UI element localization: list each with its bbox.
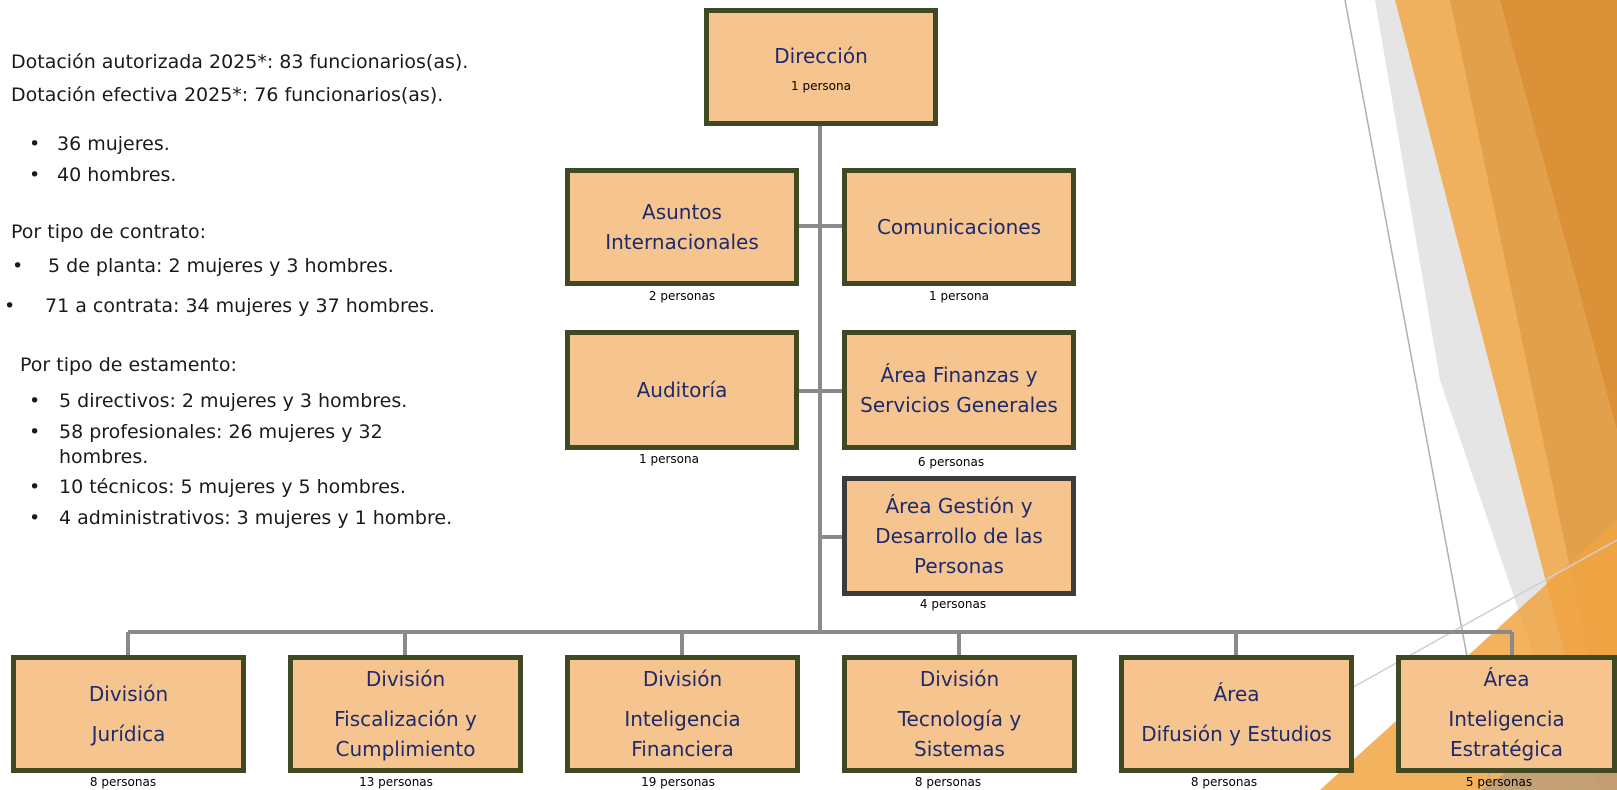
count-difusion: 8 personas — [1190, 775, 1258, 789]
box-title-line: Desarrollo de las — [875, 524, 1043, 548]
count-auditoria: 1 persona — [639, 452, 699, 466]
bullet: • — [29, 476, 41, 498]
box-finanzas: Área Finanzas y Servicios Generales — [842, 330, 1076, 450]
list-item: • 5 de planta: 2 mujeres y 3 hombres. — [12, 254, 394, 280]
box-division-tecnologia: División Tecnología y Sistemas — [842, 655, 1077, 773]
bullet: • — [29, 421, 41, 443]
box-title-line: Inteligencia — [624, 707, 741, 731]
box-title-line: Jurídica — [91, 722, 166, 746]
box-area-inteligencia-estrategica: Área Inteligencia Estratégica — [1396, 655, 1617, 773]
list-item: • 71 a contrata: 34 mujeres y 37 hombres… — [4, 294, 435, 320]
list-item: • 58 profesionales: 26 mujeres y 32 — [29, 420, 383, 446]
count-tecnologia: 8 personas — [914, 775, 982, 789]
list-item: • 5 directivos: 2 mujeres y 3 hombres. — [29, 389, 407, 415]
box-area-difusion: Área Difusión y Estudios — [1119, 655, 1354, 773]
bullet: • — [29, 507, 41, 529]
box-title: Auditoría — [636, 378, 728, 402]
box-title-line: Internacionales — [605, 230, 759, 254]
box-title-line: Estratégica — [1449, 737, 1564, 761]
count-fiscalizacion: 13 personas — [359, 775, 433, 789]
estamento-profesionales: 58 profesionales: 26 mujeres y 32 — [59, 421, 383, 443]
estamento-directivos: 5 directivos: 2 mujeres y 3 hombres. — [59, 390, 408, 412]
estamento-tecnicos: 10 técnicos: 5 mujeres y 5 hombres. — [59, 476, 406, 498]
box-title-line: Área — [1213, 682, 1260, 706]
box-title: Comunicaciones — [876, 215, 1042, 239]
box-title-line: Fiscalización y — [334, 707, 477, 731]
box-title-line: Área Gestión y — [885, 494, 1033, 518]
count-finanzas: 6 personas — [917, 455, 985, 469]
count-juridica: 8 personas — [89, 775, 157, 789]
estamento-administrativos: 4 administrativos: 3 mujeres y 1 hombre. — [59, 507, 453, 529]
list-item-continuation: hombres. — [59, 445, 148, 471]
contract-contrata: 71 a contrata: 34 mujeres y 37 hombres. — [45, 295, 435, 317]
bullet: • — [12, 255, 24, 277]
bullet: • — [4, 295, 16, 317]
contract-planta: 5 de planta: 2 mujeres y 3 hombres. — [48, 255, 394, 277]
box-asuntos-internacionales: Asuntos Internacionales — [565, 168, 799, 286]
women-count: 36 mujeres. — [57, 133, 170, 155]
box-count: 1 persona — [791, 79, 851, 93]
men-count: 40 hombres. — [57, 164, 177, 186]
bullet: • — [29, 164, 41, 186]
count-inteligencia-financiera: 19 personas — [641, 775, 715, 789]
box-title-line: Cumplimiento — [335, 737, 476, 761]
box-auditoria: Auditoría — [565, 330, 799, 450]
box-title-line: Servicios Generales — [860, 393, 1058, 417]
box-comunicaciones: Comunicaciones — [842, 168, 1076, 286]
estamento-title: Por tipo de estamento: — [20, 354, 237, 376]
authorized-staff: Dotación autorizada 2025*: 83 funcionari… — [11, 51, 469, 73]
count-comunicaciones: 1 persona — [929, 289, 989, 303]
box-title-line: Difusión y Estudios — [1141, 722, 1332, 746]
estamento-profesionales-cont: hombres. — [59, 446, 149, 468]
box-title-line: División — [365, 667, 446, 691]
box-title-line: Asuntos — [642, 200, 722, 224]
bullet: • — [29, 133, 41, 155]
bullet: • — [29, 390, 41, 412]
box-title-line: Financiera — [631, 737, 734, 761]
box-division-inteligencia-financiera: División Inteligencia Financiera — [565, 655, 800, 773]
list-item: • 10 técnicos: 5 mujeres y 5 hombres. — [29, 475, 406, 501]
box-title-line: Área Finanzas y — [880, 363, 1038, 387]
box-title-line: Área — [1483, 667, 1530, 691]
count-gestion: 4 personas — [919, 597, 987, 611]
list-item: • 36 mujeres. — [29, 132, 170, 158]
count-asuntos: 2 personas — [648, 289, 716, 303]
count-inteligencia-estrategica: 5 personas — [1465, 775, 1533, 789]
box-title-line: División — [88, 682, 169, 706]
box-title-line: División — [919, 667, 1000, 691]
effective-staff: Dotación efectiva 2025*: 76 funcionarios… — [11, 84, 444, 106]
box-title-line: Sistemas — [914, 737, 1005, 761]
box-title-line: División — [642, 667, 723, 691]
list-item: • 4 administrativos: 3 mujeres y 1 hombr… — [29, 506, 452, 532]
box-division-juridica: División Jurídica — [11, 655, 246, 773]
box-title-line: Tecnología y — [897, 707, 1022, 731]
contract-title: Por tipo de contrato: — [11, 221, 206, 243]
box-direccion: Dirección 1 persona — [704, 8, 938, 126]
box-title: Dirección — [774, 44, 868, 68]
box-title-line: Inteligencia — [1448, 707, 1565, 731]
list-item: • 40 hombres. — [29, 163, 176, 189]
box-title-line: Personas — [914, 554, 1004, 578]
box-gestion-personas: Área Gestión y Desarrollo de las Persona… — [842, 476, 1076, 596]
box-division-fiscalizacion: División Fiscalización y Cumplimiento — [288, 655, 523, 773]
